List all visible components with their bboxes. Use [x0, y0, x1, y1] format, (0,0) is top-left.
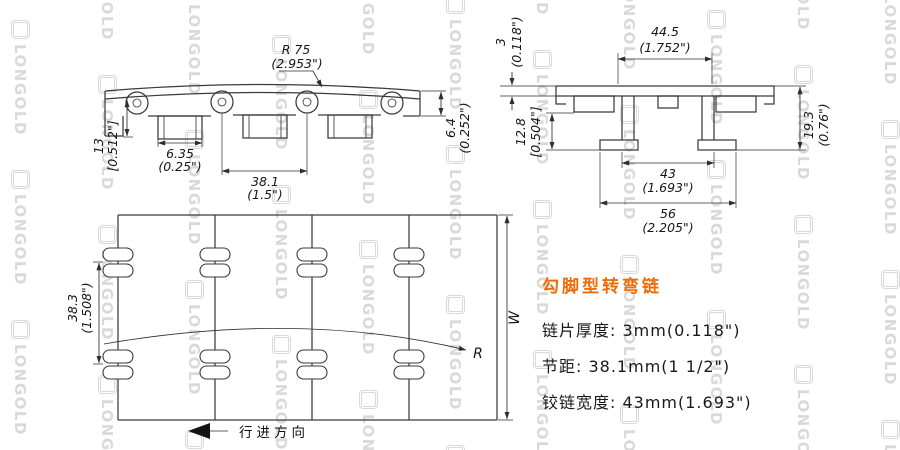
dim-pitch: 38.1	[251, 174, 279, 189]
direction-indicator: 行进方向	[188, 423, 309, 441]
product-info: 勾脚型转弯链 链片厚度: 3mm(0.118") 节距: 38.1mm(1 1/…	[542, 272, 752, 421]
dim-hook-depth: 12.8	[513, 118, 528, 146]
label-radius-r: R	[473, 346, 483, 362]
plan-view-dimensions: 38.3 (1.508") W 行进方向	[65, 214, 523, 441]
section-view-dimensions: 44.5 (1.752") 3 (0.118") 12.8 [0.504"] 4…	[493, 16, 831, 235]
dim-hinge-width: 43	[660, 166, 676, 181]
side-view	[104, 83, 421, 140]
dim-thickness-inch: (0.118")	[509, 16, 524, 67]
product-title: 勾脚型转弯链	[542, 277, 662, 297]
dim-gap: 6.35	[166, 146, 194, 161]
dim-top-width: 44.5	[651, 24, 679, 39]
dim-overall-width: 56	[660, 206, 676, 221]
dim-radius: R 75	[282, 42, 311, 57]
dim-top-width-inch: (1.752")	[639, 40, 690, 55]
dim-hook-height: 13	[91, 138, 106, 154]
spec-plate-thickness: 链片厚度: 3mm(0.118")	[542, 321, 741, 340]
dim-gap-inch: (0.25")	[158, 159, 201, 174]
dim-pitch-inch: (1.5")	[247, 187, 282, 202]
side-view-dimensions: R 75 (2.953") 13 [0.512"] 6.35 (0.25") 3…	[91, 42, 472, 202]
dim-radius-inch: (2.953")	[271, 56, 322, 71]
spec-pitch: 节距: 38.1mm(1 1/2")	[542, 357, 731, 376]
dim-thickness: 3	[493, 38, 508, 46]
spec-hinge-width: 铰链宽度: 43mm(1.693")	[542, 393, 752, 412]
direction-arrow-icon	[188, 423, 210, 439]
dim-hook-depth-inch: [0.504"]	[528, 106, 543, 157]
plan-interlock-details	[102, 247, 425, 380]
dim-hinge-width-inch: (1.693")	[642, 180, 693, 195]
dim-total-height-inch: (0.76")	[816, 103, 831, 146]
dim-total-height: 19.3	[801, 111, 816, 139]
dim-plate-height: 6.4	[443, 118, 458, 138]
dim-plate-pitch-inch: (1.508")	[79, 282, 94, 333]
label-width-w: W	[507, 310, 523, 325]
dim-hook-height-inch: [0.512"]	[105, 120, 120, 171]
dim-overall-width-inch: (2.205")	[642, 220, 693, 235]
dim-plate-pitch: 38.3	[65, 294, 80, 322]
dim-plate-height-inch: (0.252")	[457, 102, 472, 153]
plan-view: R	[102, 214, 498, 421]
section-view	[555, 85, 775, 151]
direction-label: 行进方向	[239, 425, 309, 441]
